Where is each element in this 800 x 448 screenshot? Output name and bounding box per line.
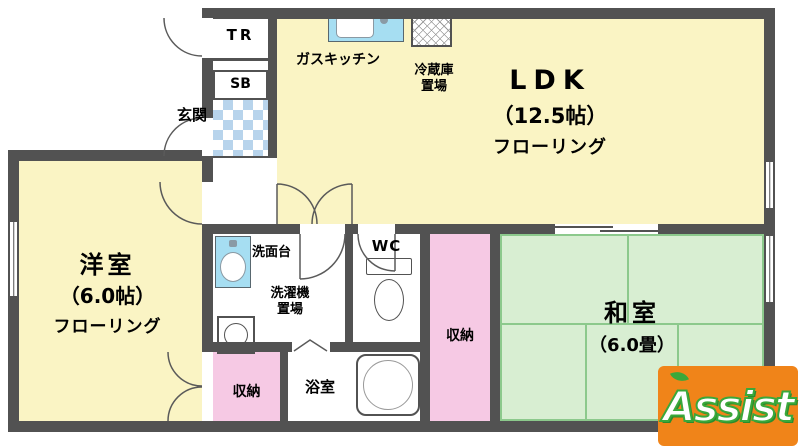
sb-label: SB bbox=[230, 76, 251, 92]
bath-folding-door bbox=[293, 339, 328, 352]
entrance-tile bbox=[213, 100, 268, 156]
ldk-size: （12.5帖） bbox=[492, 103, 608, 128]
ldk-label-block: LDK （12.5帖） フローリング bbox=[430, 64, 670, 160]
wall-segment bbox=[202, 8, 213, 161]
assist-logo: Assist bbox=[658, 366, 798, 446]
sliding-door bbox=[555, 224, 658, 234]
entrance-label: 玄関 bbox=[177, 106, 208, 124]
assist-logo-text: Assist bbox=[662, 381, 796, 432]
gas-kitchen-label: ガスキッチン bbox=[296, 52, 380, 68]
ldk-floor-type: フローリング bbox=[493, 137, 607, 158]
storage-bottom-floor bbox=[213, 352, 280, 421]
wall-segment bbox=[658, 224, 775, 234]
door-gap bbox=[202, 118, 213, 156]
bathtub-inner bbox=[363, 360, 413, 410]
wall-segment bbox=[280, 352, 288, 421]
washstand-basin bbox=[220, 252, 246, 282]
door-gap bbox=[202, 18, 213, 58]
laundry-label-line1: 洗濯機 bbox=[270, 286, 310, 301]
wall-segment bbox=[490, 224, 500, 421]
entrance-step-line bbox=[213, 156, 268, 158]
toilet-bowl bbox=[374, 279, 404, 321]
window-opening bbox=[8, 222, 19, 296]
wall-segment bbox=[268, 8, 277, 158]
tr-room-line bbox=[213, 58, 268, 61]
kitchen-faucet-icon bbox=[380, 16, 388, 24]
wall-segment bbox=[345, 234, 353, 342]
western-room-size: （6.0帖） bbox=[59, 284, 156, 308]
wall-segment bbox=[330, 342, 430, 352]
western-room-floor-type: フローリング bbox=[53, 317, 162, 337]
storage-right-floor bbox=[430, 234, 490, 421]
washstand-faucet-icon bbox=[229, 240, 237, 247]
ldk-name: LDK bbox=[509, 65, 591, 96]
wall-segment bbox=[764, 8, 775, 432]
wall-segment bbox=[202, 342, 292, 352]
tr-label: TR bbox=[226, 26, 255, 44]
tatami-seam bbox=[500, 323, 764, 325]
washstand-label: 洗面台 bbox=[252, 245, 292, 260]
tr-door-arc bbox=[163, 17, 203, 57]
laundry-label: 洗濯機 置場 bbox=[254, 286, 326, 319]
tatami-seam bbox=[627, 234, 629, 324]
sliding-door-line bbox=[555, 226, 613, 228]
wall-segment bbox=[420, 224, 430, 421]
bath-label: 浴室 bbox=[304, 378, 335, 396]
fridge-label-line2: 置場 bbox=[420, 79, 447, 95]
shoe-box bbox=[213, 70, 268, 100]
window-opening bbox=[764, 236, 775, 302]
wall-segment bbox=[395, 224, 555, 234]
japanese-room-name: 和室 bbox=[604, 299, 660, 327]
wall-segment bbox=[8, 150, 213, 161]
wall-segment bbox=[202, 224, 300, 234]
storage-bottom-label: 収納 bbox=[232, 384, 261, 400]
ldk-floor bbox=[277, 19, 764, 224]
japanese-room-label-block: 和室 （6.0畳） bbox=[500, 298, 764, 358]
storage-right-label: 収納 bbox=[446, 328, 474, 344]
western-room-name: 洋室 bbox=[79, 251, 136, 279]
fridge-label: 冷蔵庫 置場 bbox=[402, 63, 466, 96]
window-opening bbox=[764, 162, 775, 208]
sliding-door-line bbox=[600, 230, 658, 232]
fridge-label-line1: 冷蔵庫 bbox=[414, 63, 454, 78]
wall-segment bbox=[202, 224, 213, 352]
wall-segment bbox=[202, 150, 213, 182]
wall-segment bbox=[8, 421, 775, 432]
washroom-door-arc bbox=[299, 233, 346, 280]
toilet-tank bbox=[366, 258, 412, 275]
wall-segment bbox=[345, 224, 358, 234]
laundry-label-line2: 置場 bbox=[276, 302, 303, 318]
tatami-seam bbox=[585, 325, 587, 421]
wall-segment bbox=[202, 8, 775, 19]
wc-label: WC bbox=[371, 237, 402, 255]
western-room-label-block: 洋室 （6.0帖） フローリング bbox=[15, 250, 200, 338]
japanese-room-size: （6.0畳） bbox=[589, 335, 675, 356]
